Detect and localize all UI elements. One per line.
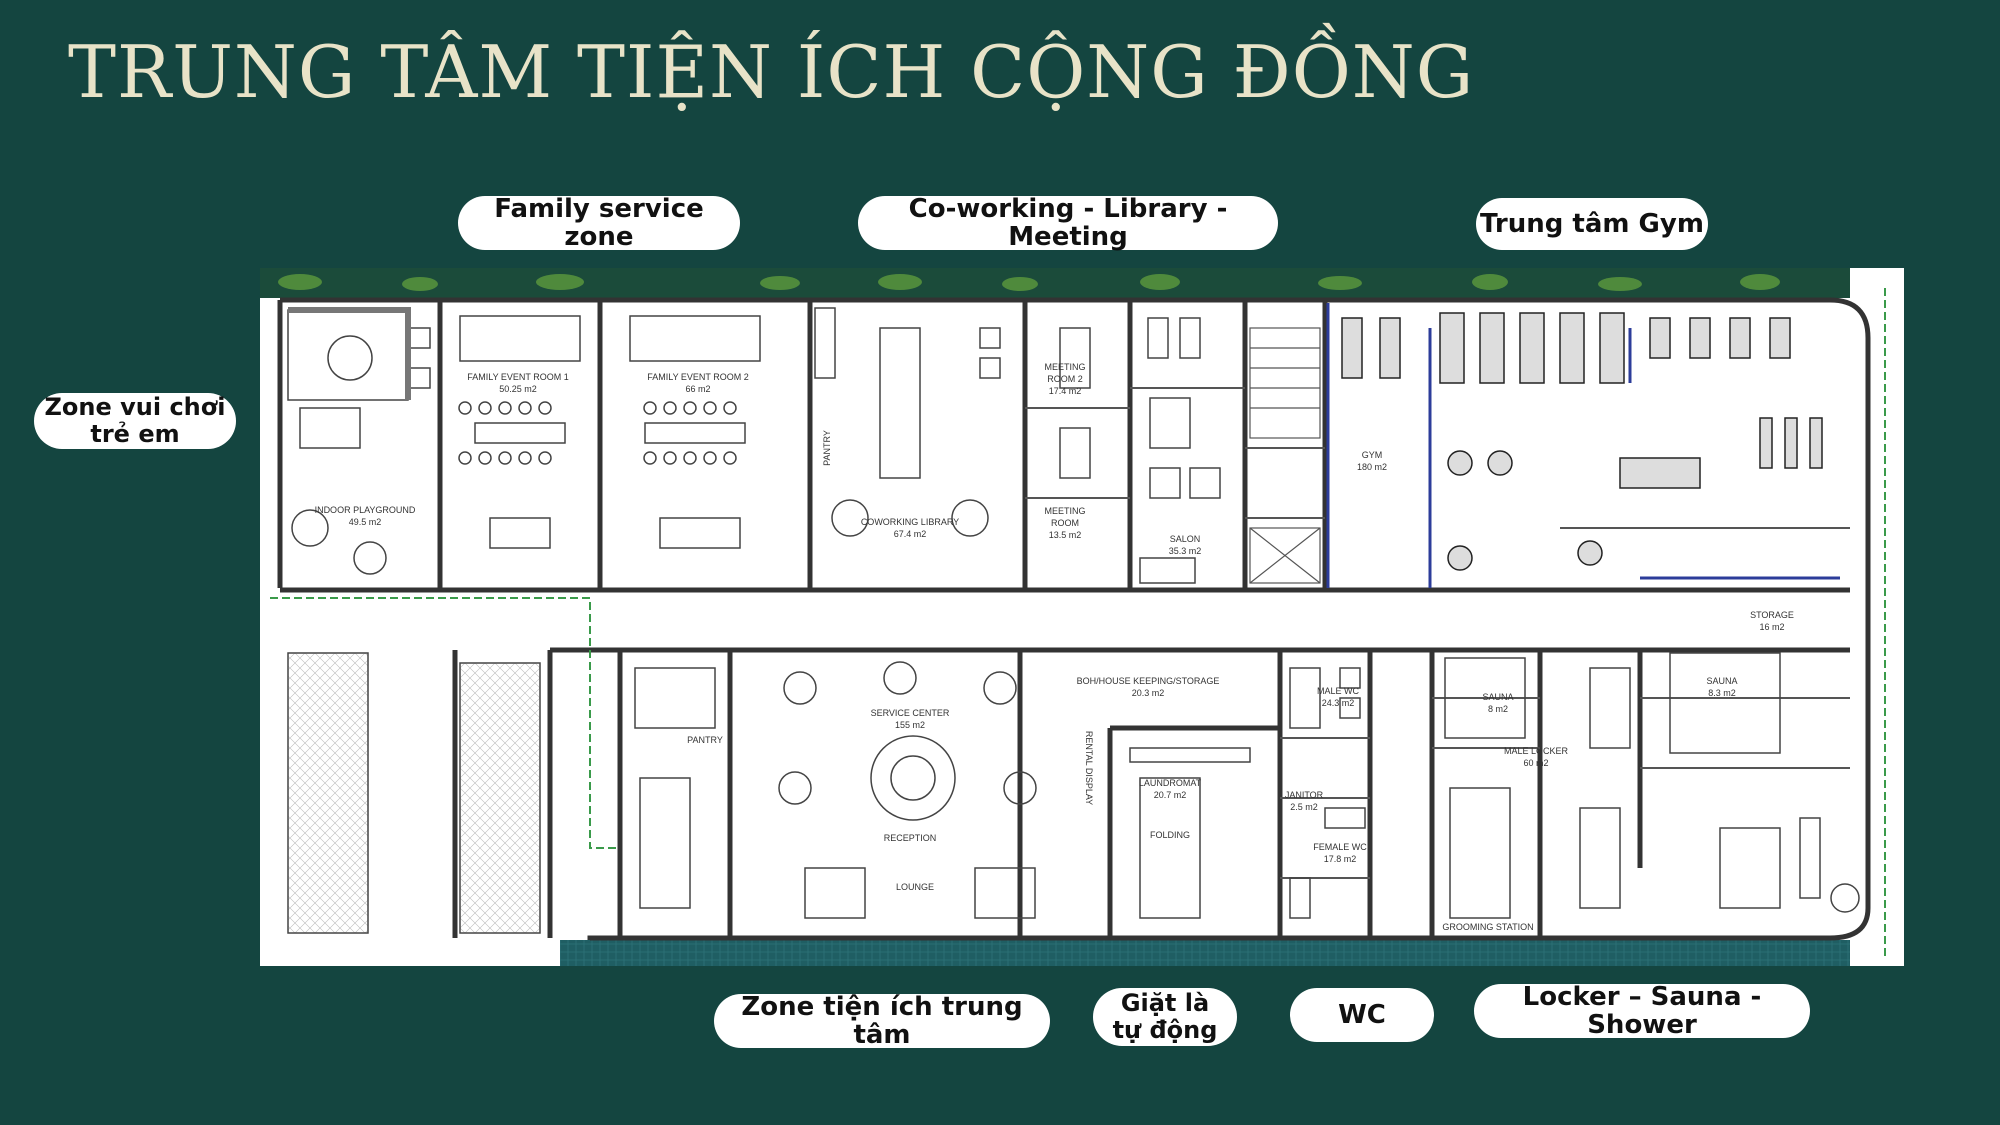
label-text-line2: tự động	[1112, 1016, 1218, 1044]
room-name-indoor-playground: INDOOR PLAYGROUND	[315, 505, 416, 515]
floor-plan-drawing: INDOOR PLAYGROUND 49.5 m2 FAMILY EVENT R…	[260, 268, 1886, 966]
room-area-service-center: 155 m2	[895, 720, 925, 730]
room-name-reception: RECEPTION	[884, 833, 937, 843]
room-area-female-wc: 17.8 m2	[1324, 854, 1357, 864]
salon-furniture	[1139, 317, 1221, 584]
room-name-meeting-1-line2: ROOM	[1051, 518, 1079, 528]
service-furniture	[634, 661, 1251, 919]
room-area-family-event-2: 66 m2	[685, 384, 710, 394]
room-area-male-wc: 24.3 m2	[1322, 698, 1355, 708]
room-name-folding: FOLDING	[1150, 830, 1190, 840]
floor-plan: INDOOR PLAYGROUND 49.5 m2 FAMILY EVENT R…	[260, 268, 1904, 966]
room-name-coworking-library: COWORKING LIBRARY	[861, 517, 959, 527]
room-name-service-center: SERVICE CENTER	[871, 708, 950, 718]
room-name-pantry-bottom: PANTRY	[687, 735, 723, 745]
label-kids-zone: Zone vui chơi trẻ em	[34, 393, 236, 449]
walls	[277, 297, 1871, 941]
room-area-janitor: 2.5 m2	[1290, 802, 1318, 812]
room-area-male-locker: 60 m2	[1523, 758, 1548, 768]
room-area-boh: 20.3 m2	[1132, 688, 1165, 698]
room-area-sauna-small: 8 m2	[1488, 704, 1508, 714]
wc-fixtures	[1289, 652, 1860, 919]
room-area-storage: 16 m2	[1759, 622, 1784, 632]
gym-equipment	[1341, 312, 1823, 571]
pool-area	[560, 940, 1850, 966]
room-name-rental-display: RENTAL DISPLAY	[1084, 731, 1094, 805]
room-area-indoor-playground: 49.5 m2	[349, 517, 382, 527]
label-text: WC	[1338, 1000, 1386, 1030]
room-name-male-locker: MALE LOCKER	[1504, 746, 1569, 756]
label-text: Locker – Sauna - Shower	[1522, 982, 1762, 1040]
room-area-coworking-library: 67.4 m2	[894, 529, 927, 539]
event-room-furniture	[458, 315, 761, 549]
room-area-sauna-right: 8.3 m2	[1708, 688, 1736, 698]
room-area-meeting-2: 17.4 m2	[1049, 386, 1082, 396]
room-name-meeting-2-line2: ROOM 2	[1047, 374, 1083, 384]
coworking-furniture	[814, 307, 1091, 537]
room-area-meeting-1: 13.5 m2	[1049, 530, 1082, 540]
label-locker-sauna-shower: Locker – Sauna - Shower	[1474, 982, 1810, 1040]
room-name-grooming: GROOMING STATION	[1442, 922, 1533, 932]
room-name-sauna-small: SAUNA	[1482, 692, 1513, 702]
room-name-salon: SALON	[1170, 534, 1201, 544]
zone-boundary	[270, 597, 620, 849]
room-name-meeting-1-line1: MEETING	[1044, 506, 1085, 516]
label-family-service-zone: Family service zone	[458, 194, 740, 252]
label-text: Zone tiện ích trung tâm	[741, 992, 1023, 1050]
room-name-storage: STORAGE	[1750, 610, 1794, 620]
label-text: Family service zone	[494, 194, 704, 252]
room-name-laundromat: LAUNDROMAT	[1139, 778, 1202, 788]
room-name-meeting-2-line1: MEETING	[1044, 362, 1085, 372]
room-name-janitor: JANITOR	[1285, 790, 1324, 800]
room-area-gym: 180 m2	[1357, 462, 1387, 472]
gym-blue-walls	[1326, 303, 1840, 588]
room-area-family-event-1: 50.25 m2	[499, 384, 537, 394]
label-text-line2: trẻ em	[90, 420, 180, 448]
label-text: Trung tâm Gym	[1480, 209, 1704, 239]
label-text-line1: Zone vui chơi	[44, 393, 226, 421]
room-name-male-wc: MALE WC	[1317, 686, 1360, 696]
label-text-line1: Giặt là	[1120, 989, 1210, 1017]
room-name-lounge: LOUNGE	[896, 882, 934, 892]
room-labels: INDOOR PLAYGROUND 49.5 m2 FAMILY EVENT R…	[315, 362, 1794, 932]
room-name-family-event-1: FAMILY EVENT ROOM 1	[467, 372, 569, 382]
label-text: Co-working - Library - Meeting	[908, 194, 1228, 252]
room-name-boh: BOH/HOUSE KEEPING/STORAGE	[1077, 676, 1220, 686]
label-coworking-zone: Co-working - Library - Meeting	[858, 194, 1278, 252]
label-central-zone: Zone tiện ích trung tâm	[714, 992, 1050, 1050]
room-name-family-event-2: FAMILY EVENT ROOM 2	[647, 372, 749, 382]
label-wc: WC	[1290, 988, 1434, 1042]
playground-furniture	[287, 307, 431, 575]
label-laundry: Giặt là tự động	[1093, 988, 1237, 1046]
planting-strip	[260, 268, 1850, 298]
lift-shafts	[287, 652, 541, 934]
thin-walls	[1025, 387, 1850, 879]
stair	[1249, 327, 1321, 584]
plants	[278, 274, 1780, 291]
page-title: TRUNG TÂM TIỆN ÍCH CỘNG ĐỒNG	[68, 30, 1475, 114]
room-name-pantry-top: PANTRY	[822, 430, 832, 466]
label-gym-center: Trung tâm Gym	[1476, 198, 1708, 250]
room-area-laundromat: 20.7 m2	[1154, 790, 1187, 800]
room-name-sauna-right: SAUNA	[1706, 676, 1737, 686]
room-name-gym: GYM	[1362, 450, 1383, 460]
room-name-female-wc: FEMALE WC	[1313, 842, 1367, 852]
room-area-salon: 35.3 m2	[1169, 546, 1202, 556]
